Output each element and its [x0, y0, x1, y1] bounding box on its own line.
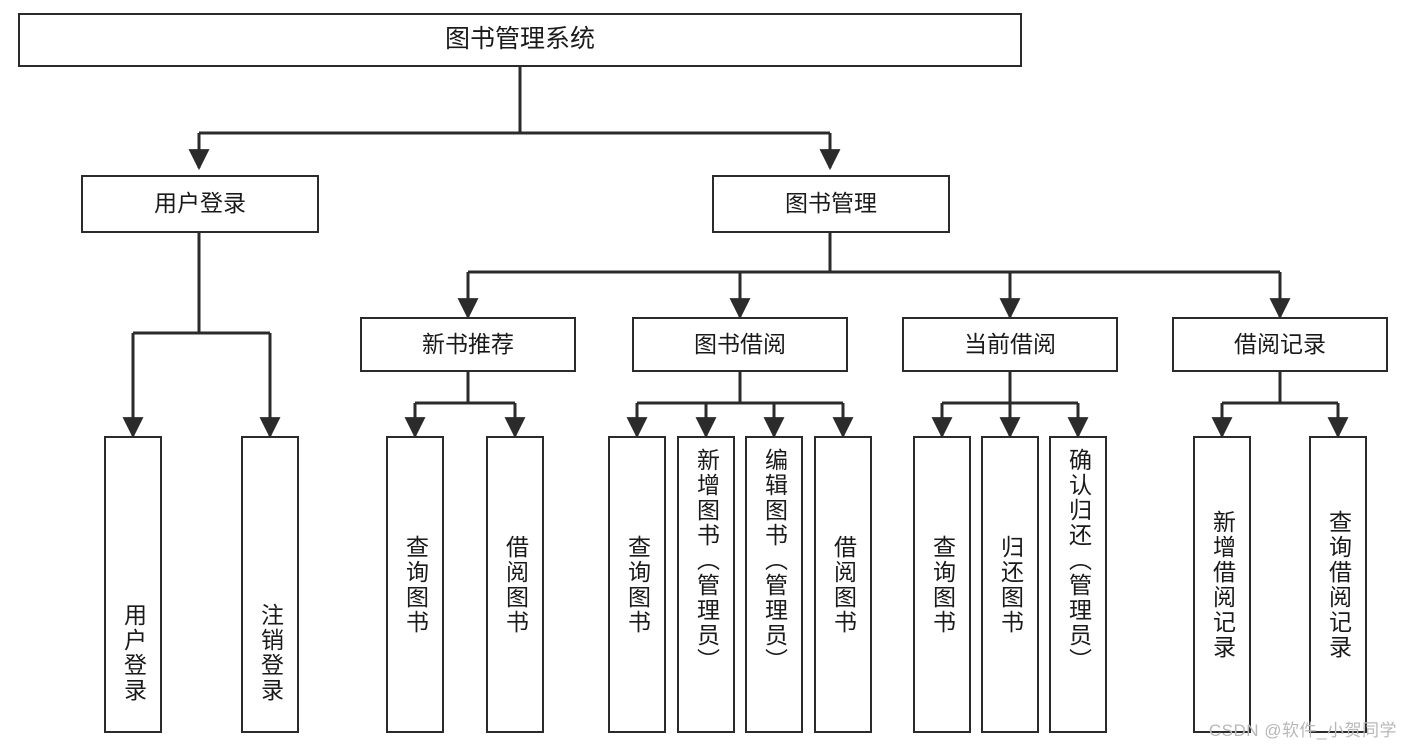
leaf-query-book-current[interactable]: 查询图书 [913, 436, 971, 733]
leaf-logout[interactable]: 注销登录 [241, 436, 299, 733]
leaf-add-borrow-record[interactable]: 新增借阅记录 [1193, 436, 1251, 733]
node-label: 归还图书 [997, 534, 1024, 635]
node-label: 查询图书 [929, 534, 956, 635]
node-label: 用户登录 [120, 603, 147, 703]
node-book-management[interactable]: 图书管理 [712, 175, 950, 233]
watermark-text: CSDN @软件_小贺同学 [1208, 721, 1397, 740]
node-label: 当前借阅 [964, 330, 1056, 357]
node-label: 确认归还（管理员） [1065, 448, 1092, 673]
leaf-query-book-borrow[interactable]: 查询图书 [608, 436, 666, 733]
node-label: 新增图书（管理员） [693, 448, 720, 673]
node-borrow-record[interactable]: 借阅记录 [1172, 317, 1388, 372]
node-label: 借阅记录 [1234, 330, 1326, 357]
leaf-add-book-admin[interactable]: 新增图书（管理员） [677, 436, 735, 733]
node-label: 编辑图书（管理员） [761, 448, 788, 673]
node-user-login[interactable]: 用户登录 [81, 175, 319, 233]
leaf-query-book-recommend[interactable]: 查询图书 [386, 436, 444, 733]
leaf-user-login[interactable]: 用户登录 [104, 436, 162, 733]
leaf-query-borrow-record[interactable]: 查询借阅记录 [1309, 436, 1367, 733]
node-label: 查询图书 [624, 534, 651, 635]
node-label: 借阅图书 [830, 534, 857, 635]
leaf-borrow-book[interactable]: 借阅图书 [814, 436, 872, 733]
node-label: 查询图书 [402, 534, 429, 635]
node-book-borrow[interactable]: 图书借阅 [632, 317, 848, 372]
node-label: 新增借阅记录 [1209, 509, 1236, 660]
node-label: 新书推荐 [422, 330, 514, 357]
leaf-return-book[interactable]: 归还图书 [981, 436, 1039, 733]
node-label: 借阅图书 [502, 534, 529, 635]
node-label: 图书管理 [785, 190, 877, 217]
leaf-confirm-return-admin[interactable]: 确认归还（管理员） [1049, 436, 1107, 733]
node-label: 图书借阅 [694, 330, 786, 357]
node-label: 用户登录 [154, 190, 246, 217]
node-label: 查询借阅记录 [1325, 509, 1352, 660]
node-root-system[interactable]: 图书管理系统 [18, 13, 1022, 67]
leaf-borrow-book-recommend[interactable]: 借阅图书 [486, 436, 544, 733]
node-label: 注销登录 [257, 603, 284, 703]
node-label: 图书管理系统 [444, 25, 595, 54]
leaf-edit-book-admin[interactable]: 编辑图书（管理员） [745, 436, 803, 733]
node-new-book-recommend[interactable]: 新书推荐 [360, 317, 576, 372]
node-current-borrow[interactable]: 当前借阅 [902, 317, 1118, 372]
